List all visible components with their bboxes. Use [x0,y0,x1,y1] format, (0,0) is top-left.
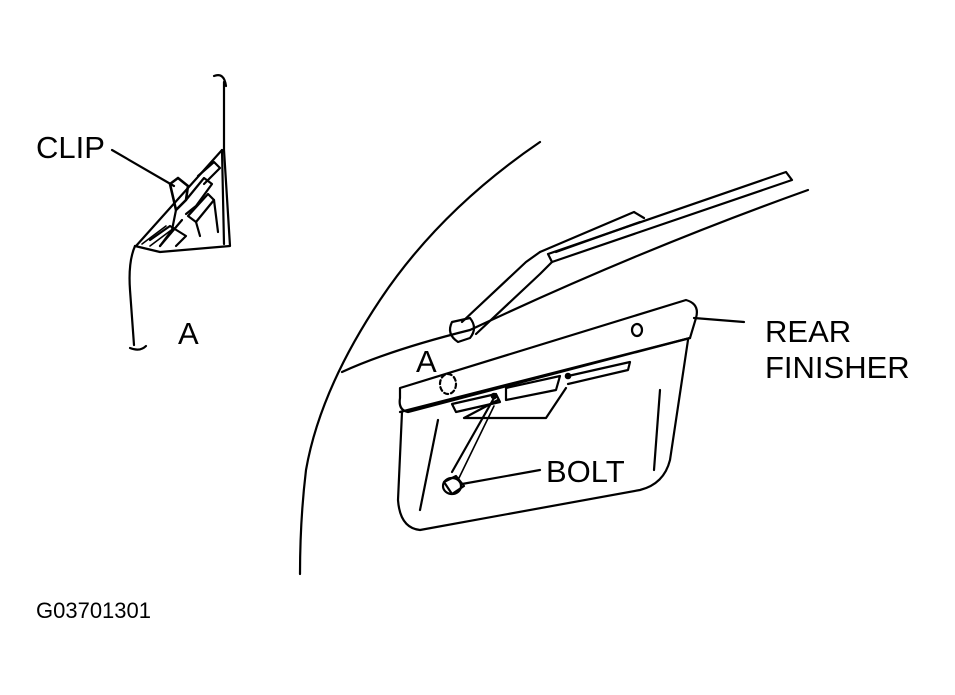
detail-a-label: A [178,316,199,351]
tailgate-outline [298,140,810,576]
view-a-label: A [416,344,437,379]
rear-finisher-leader-line [692,316,746,324]
rear-finisher-panel [396,298,698,532]
figure-id: G03701301 [36,598,151,623]
rear-finisher-label-line2: FINISHER [765,350,910,385]
clip-leader-line [110,148,176,188]
bolt-leader-line [460,468,542,486]
clip-detail-inset [128,74,232,351]
bolt-part [441,396,496,496]
rear-finisher-label-line1: REAR [765,314,852,349]
bolt-label: BOLT [546,454,625,489]
clip-label: CLIP [36,130,105,165]
wiper-arm [448,170,794,344]
